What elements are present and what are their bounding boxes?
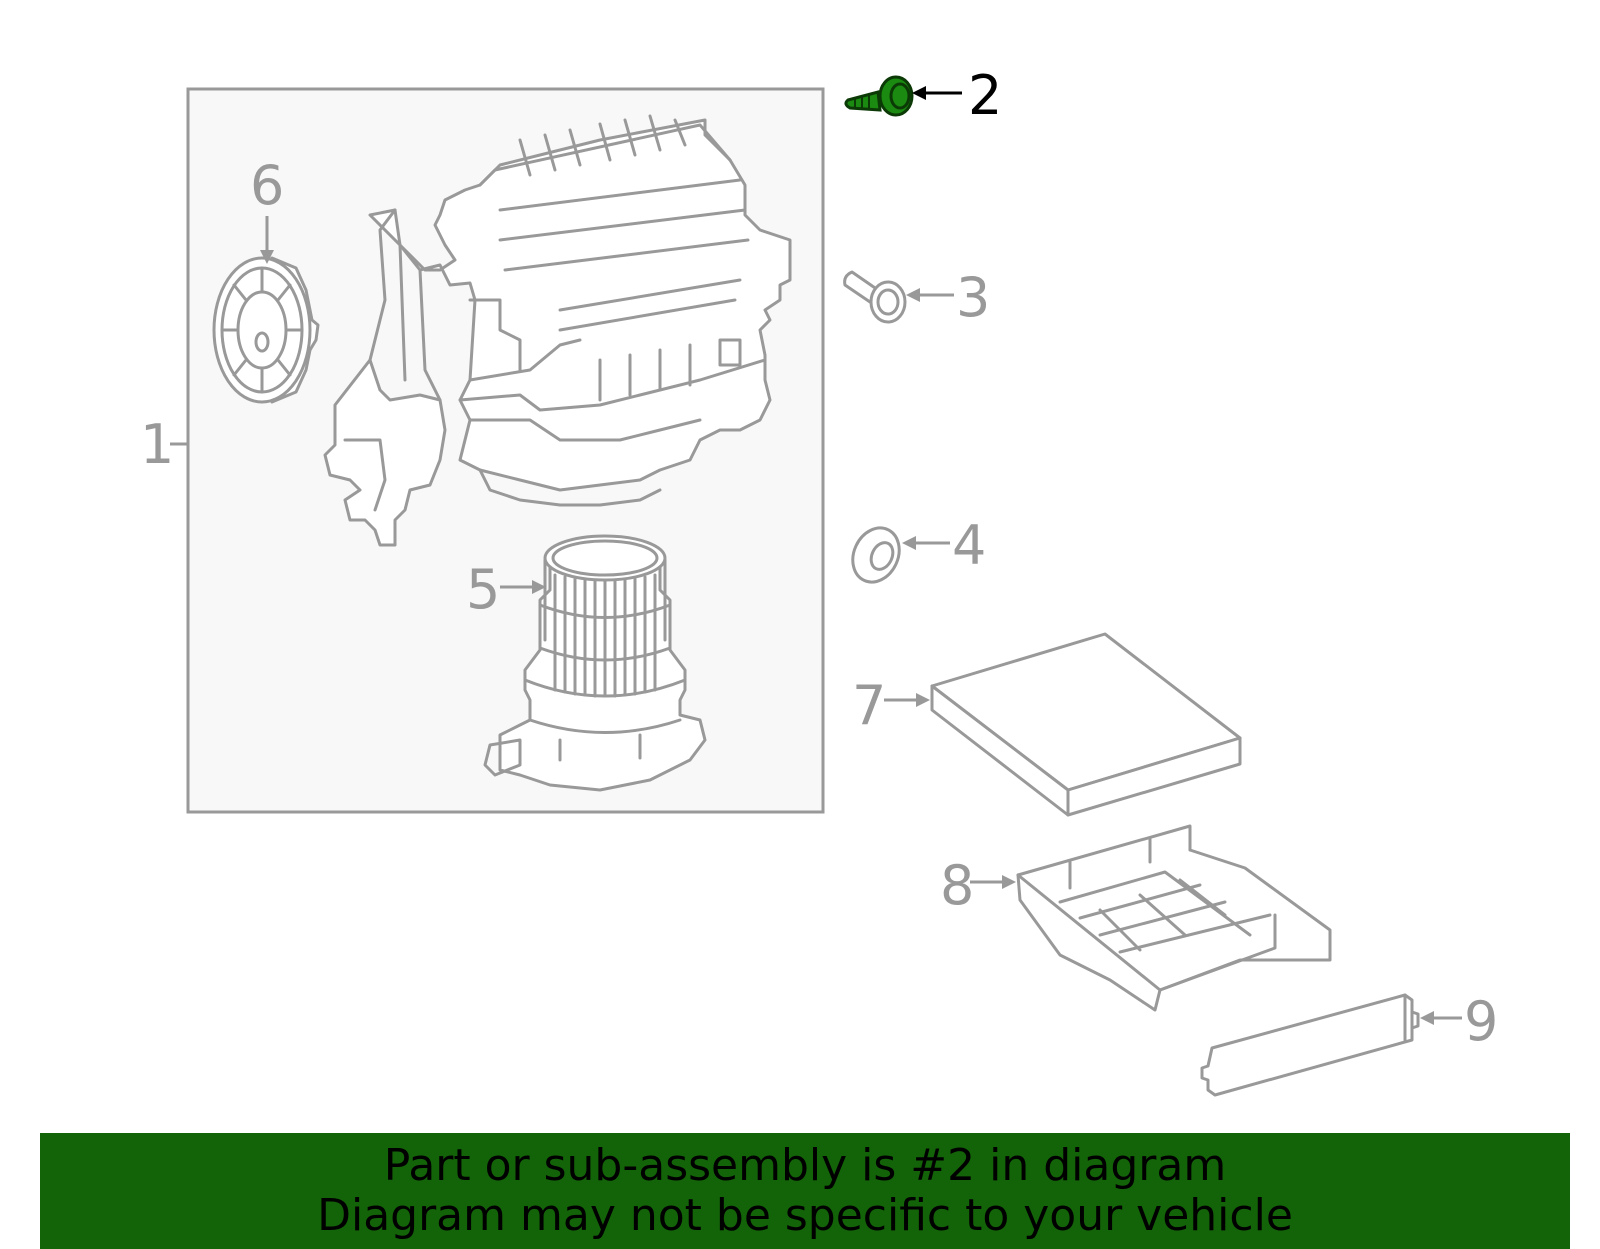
- hvac-housing[interactable]: [323, 114, 792, 547]
- callout-labels: 1 2 3 4 5 6 7 8 9: [140, 64, 1498, 1053]
- blower-motor[interactable]: [483, 534, 707, 792]
- grommet-part-4[interactable]: [844, 520, 908, 589]
- leader-lines: [170, 86, 1462, 1025]
- callout-7[interactable]: 7: [852, 674, 886, 737]
- blower-fan-wheel[interactable]: [212, 256, 320, 404]
- banner-vehicle-disclaimer: Diagram may not be specific to your vehi…: [317, 1190, 1293, 1241]
- filter-cover-part-9[interactable]: [1200, 993, 1420, 1097]
- callout-3[interactable]: 3: [956, 266, 990, 329]
- info-banner: Part or sub-assembly is #2 in diagram Di…: [40, 1133, 1570, 1249]
- banner-part-notice: Part or sub-assembly is #2 in diagram: [383, 1140, 1227, 1191]
- callout-5[interactable]: 5: [466, 558, 500, 621]
- callout-4[interactable]: 4: [952, 514, 986, 577]
- callout-8[interactable]: 8: [940, 854, 974, 917]
- callout-1[interactable]: 1: [140, 413, 174, 476]
- bolt-part-3[interactable]: [843, 270, 907, 324]
- callout-6[interactable]: 6: [250, 154, 284, 217]
- filter-tray-part-8[interactable]: [1016, 824, 1332, 1012]
- callout-9[interactable]: 9: [1464, 990, 1498, 1053]
- cabin-air-filter-part-7[interactable]: [930, 632, 1242, 817]
- callout-2[interactable]: 2: [968, 64, 1002, 127]
- highlighted-screw-part-2[interactable]: [844, 75, 914, 117]
